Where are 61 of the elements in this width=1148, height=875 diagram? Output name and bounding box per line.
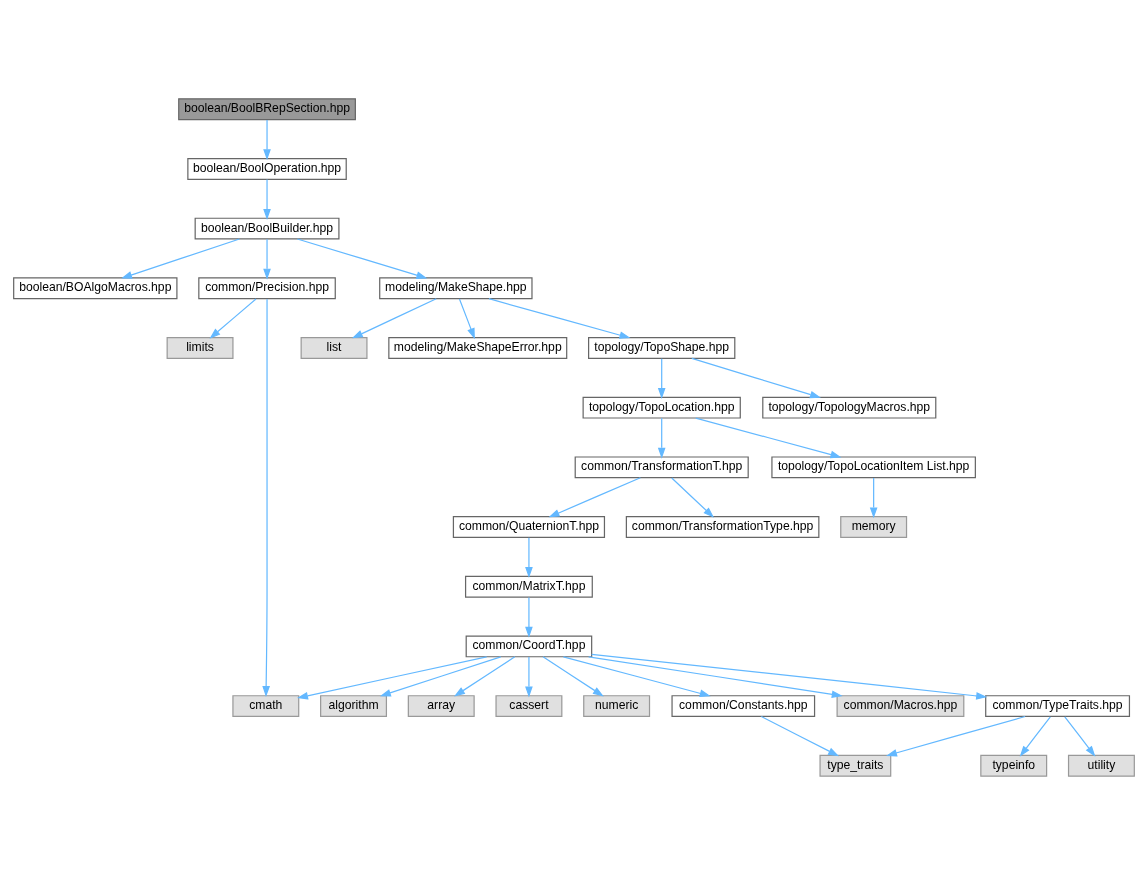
arrow <box>263 238 271 280</box>
node-box: common/MatrixT.hpp <box>464 575 593 598</box>
node-box: topology/TopoLocationItem List.hpp <box>771 456 976 479</box>
node-box: common/TransformationType.hpp <box>625 516 820 538</box>
arrow <box>488 298 631 339</box>
node-box: common/Constants.hpp <box>671 695 816 718</box>
arrow <box>525 596 533 638</box>
arrow <box>263 119 271 161</box>
node-box: boolean/BOAlgoMacros.hpp <box>13 277 178 300</box>
node-box: utility <box>1067 754 1135 777</box>
arrow <box>297 656 488 700</box>
node-box: topology/TopoShape.hpp <box>588 337 736 359</box>
node-box: modeling/MakeShape.hpp <box>379 277 533 300</box>
arrow <box>209 298 257 339</box>
arrow <box>542 656 604 697</box>
arrow <box>1019 716 1051 757</box>
node-box: list <box>300 337 368 359</box>
arrow <box>657 358 666 399</box>
arrow <box>458 298 475 340</box>
node-box: common/TransformationT.hpp <box>574 456 749 479</box>
node-box: boolean/BoolBuilder.hpp <box>194 217 340 240</box>
arrow <box>296 238 428 279</box>
arrow <box>657 417 666 459</box>
node-box: typeinfo <box>980 754 1048 777</box>
arrow <box>525 537 533 579</box>
node-box: common/TypeTraits.hpp <box>985 695 1131 718</box>
arrow <box>263 178 271 220</box>
node-box: topology/TopologyMacros.hpp <box>762 396 937 419</box>
arrow <box>671 477 715 518</box>
node-box: numeric <box>583 695 651 718</box>
node-box: common/Precision.hpp <box>198 277 336 300</box>
arrow <box>121 238 241 279</box>
arrow <box>351 298 437 339</box>
arrow <box>591 653 988 700</box>
arrow <box>548 477 641 518</box>
node-box: cmath <box>232 695 300 718</box>
arrow <box>695 417 842 459</box>
node-box: limits <box>166 337 234 359</box>
node-box: array <box>407 695 475 718</box>
arrow <box>525 656 533 698</box>
arrow <box>379 656 502 697</box>
node-box: common/Macros.hpp <box>836 695 965 718</box>
node-box: boolean/BoolOperation.hpp <box>187 157 347 180</box>
arrow <box>454 656 516 697</box>
arrow <box>869 477 878 519</box>
node-box: common/CoordT.hpp <box>465 635 593 658</box>
node-box: modeling/MakeShapeError.hpp <box>388 337 568 359</box>
node-box: memory <box>840 516 908 538</box>
node-box: topology/TopoLocation.hpp <box>582 396 741 419</box>
arrow <box>760 715 840 757</box>
node-box: cassert <box>495 695 563 718</box>
node-box: common/QuaternionT.hpp <box>452 516 606 538</box>
arrow <box>1064 716 1096 757</box>
arrow <box>262 298 270 697</box>
node-box: type_traits <box>819 754 892 777</box>
node-box: algorithm <box>320 695 388 718</box>
node-box: boolean/BoolBRepSection.hpp <box>178 98 356 121</box>
arrow <box>886 715 1026 757</box>
arrow <box>691 357 821 399</box>
arrow <box>588 656 843 699</box>
arrow <box>562 656 711 698</box>
